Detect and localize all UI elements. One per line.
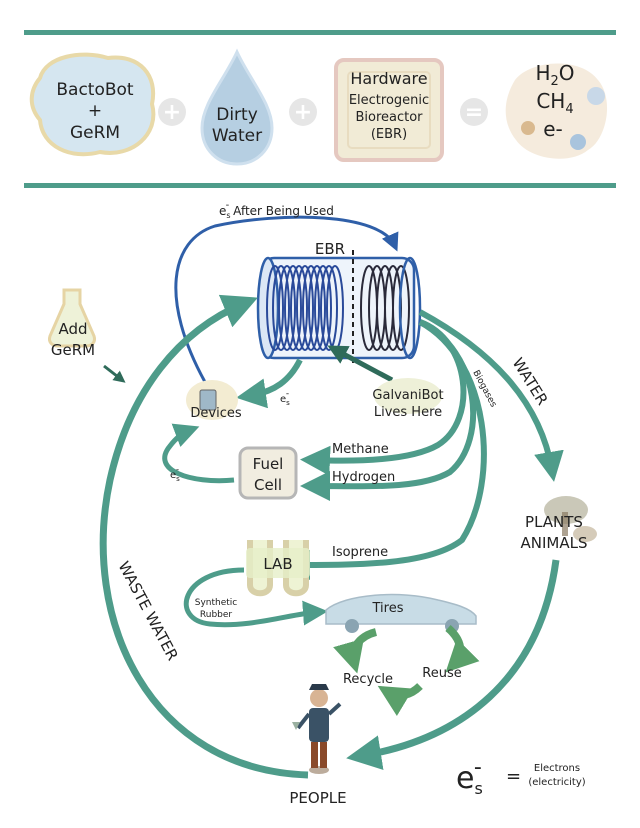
hydrogen-label: Hydrogen (332, 470, 395, 485)
legend-electrons: Electrons (534, 763, 580, 774)
dirty-water-item: Dirty Water (200, 48, 274, 166)
fuel-cell-item: Fuel Cell (238, 446, 298, 500)
tires-label: Tires (372, 601, 404, 616)
dirty-label: Dirty (216, 105, 258, 125)
reuse-label: Reuse (422, 666, 461, 681)
germ-label: GeRM (70, 123, 120, 143)
plants-to-people-arrow (346, 559, 560, 770)
used-electrons-label: es-After Being Used (219, 200, 334, 220)
ebr-bioreactor: EBR (256, 240, 422, 364)
galvanibot-item: GalvaniBot Lives Here (372, 378, 444, 420)
plus-operator-2: + (289, 98, 317, 126)
add-germ-item: Add GeRM (48, 288, 126, 383)
recycle-arrow-top (333, 628, 378, 674)
add-label: Add (58, 320, 87, 338)
galvanibot-label: GalvaniBot (372, 388, 443, 403)
h2o-label: H2O (535, 61, 574, 89)
plus-symbol: + (294, 100, 312, 125)
chip-icon (334, 58, 444, 162)
isoprene-label: Isoprene (332, 545, 388, 560)
galvanibot-glow (374, 378, 442, 414)
equals-symbol: = (465, 100, 483, 125)
plus-icon (158, 98, 186, 126)
lab-base (246, 548, 310, 578)
ebr-to-devices-arrow (236, 358, 303, 409)
header-bottom-rule (24, 183, 616, 188)
plus-operator-1: + (158, 98, 186, 126)
plus-sign-label: + (88, 101, 102, 121)
fuel-cell-icon (238, 446, 298, 500)
legend-electricity: (electricity) (528, 777, 585, 788)
chip-inner (347, 71, 431, 149)
water-label: WATER (509, 355, 552, 409)
waste-water-arrow (99, 294, 309, 779)
devices-item: Devices (186, 380, 242, 421)
ebr-label: EBR (315, 240, 345, 258)
ch4-label: CH4 (536, 89, 573, 117)
tree-icon (544, 496, 597, 542)
people-item: PEOPLE (289, 684, 347, 807)
people-label: PEOPLE (289, 789, 346, 807)
fuel-label: Fuel (253, 455, 284, 473)
ebr-abbrev-label: (EBR) (371, 127, 407, 142)
bacteria-blob-icon (29, 52, 156, 157)
recycle-arrow-bottom (377, 683, 423, 717)
water-arrow (418, 309, 564, 482)
tires-item: Tires (325, 593, 477, 633)
synthetic-label: Synthetic (195, 598, 238, 608)
add-germ-arrow (103, 364, 126, 383)
cell-label: Cell (254, 476, 282, 494)
electron-label: e- (543, 117, 563, 141)
bactobot-label: BactoBot (56, 80, 134, 100)
water-drop-icon (200, 48, 274, 166)
germ-add-label: GeRM (51, 341, 95, 359)
coil-left (266, 265, 344, 351)
electron-legend: es- = Electrons (electricity) (456, 755, 586, 798)
fuelcell-electron-label: es- (170, 465, 180, 483)
electrogenic-label: Electrogenic (349, 93, 429, 108)
plants-label: PLANTS (525, 513, 583, 531)
equals-operator: = (460, 98, 488, 126)
plants-animals-item: PLANTS ANIMALS (521, 496, 597, 552)
galvanibot-arrow (327, 345, 394, 383)
bioreactor-label: Bioreactor (355, 110, 423, 125)
person-icon (292, 684, 342, 774)
coil-right (360, 265, 410, 351)
legend-symbol: es- (456, 755, 483, 798)
recycle-arrow-right (445, 624, 480, 673)
hardware-ebr-item: Hardware Electrogenic Bioreactor (EBR) (334, 58, 444, 162)
used-electrons-arrow (174, 215, 399, 383)
device-icon (199, 389, 217, 411)
ebr-right-cap (398, 256, 422, 360)
lab-label: LAB (263, 555, 292, 573)
animals-label: ANIMALS (521, 534, 588, 552)
header-top-rule (24, 30, 616, 35)
tire-icon (345, 619, 359, 633)
methane-label: Methane (332, 442, 389, 457)
car-icon (325, 593, 477, 625)
plus-icon (289, 98, 317, 126)
recycle-label: Recycle (343, 672, 393, 687)
lab-to-tires-arrow (183, 567, 328, 628)
flask-icon (48, 288, 96, 348)
devices-label: Devices (190, 406, 241, 421)
plus-symbol: + (163, 100, 181, 125)
legend-equals: = (506, 766, 521, 787)
bactobot-germ-item: BactoBot + GeRM (29, 52, 156, 157)
biogas-flows (280, 309, 564, 580)
lives-here-label: Lives Here (374, 405, 442, 420)
isoprene-arrow (280, 319, 487, 580)
recycle-loop (333, 624, 480, 717)
fuelcell-to-devices-arrow (162, 423, 235, 484)
water-label: Water (212, 126, 262, 146)
molecule-icon (505, 63, 608, 159)
devices-electron-label: es- (280, 389, 290, 407)
equals-icon (460, 98, 488, 126)
hardware-label: Hardware (350, 69, 427, 88)
rubber-label: Rubber (200, 610, 233, 620)
products-item: H2O CH4 e- (505, 61, 608, 159)
lab-item: LAB (246, 540, 310, 597)
